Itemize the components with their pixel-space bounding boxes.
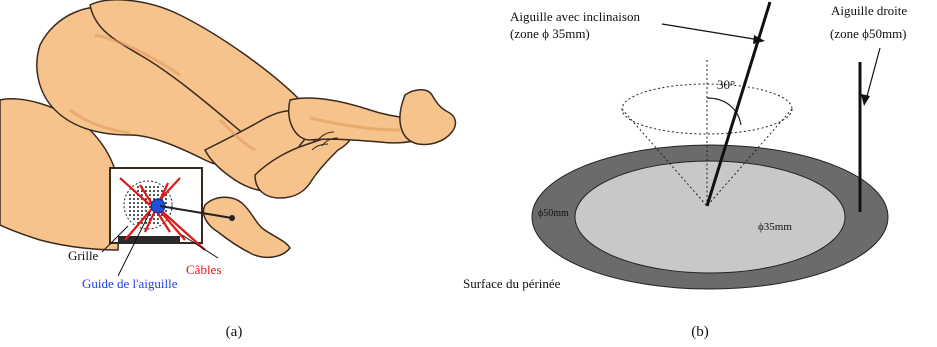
grid-hole — [141, 202, 143, 204]
grid-hole — [153, 190, 155, 192]
label-outer-zone: ϕ50mm — [538, 208, 569, 219]
grid-hole — [137, 210, 139, 212]
grid-hole — [137, 198, 139, 200]
grid-hole — [137, 202, 139, 204]
grid-hole — [137, 218, 139, 220]
grid-hole — [137, 186, 139, 188]
panel-b: 30° Aiguille avec inclinaison (zone ϕ 35… — [463, 2, 907, 340]
grid-hole — [157, 218, 159, 220]
grid-hole — [145, 210, 147, 212]
grid-hole — [153, 194, 155, 196]
grid-hole — [133, 202, 135, 204]
grid-hole — [145, 206, 147, 208]
grid-hole — [165, 210, 167, 212]
grid-hole — [129, 206, 131, 208]
caption-a: (a) — [226, 324, 243, 340]
arrow-straight-needle — [866, 48, 880, 100]
grid-hole — [153, 218, 155, 220]
grid-hole — [137, 190, 139, 192]
grid-hole — [133, 218, 135, 220]
grid-hole — [165, 202, 167, 204]
grid-hole — [129, 198, 131, 200]
patient-foot-right — [400, 90, 456, 145]
panel-a: Grille Guide de l'aiguille Câbles (a) — [0, 0, 455, 340]
grid-hole — [149, 194, 151, 196]
grid-hole — [157, 190, 159, 192]
grid-hole — [133, 194, 135, 196]
grid-hole — [133, 214, 135, 216]
grid-hole — [161, 190, 163, 192]
grid-hole — [129, 202, 131, 204]
label-cables: Câbles — [186, 262, 221, 277]
grid-hole — [157, 222, 159, 224]
arrow-tilted-needle — [662, 24, 760, 40]
grid-hole — [149, 186, 151, 188]
grid-hole — [137, 214, 139, 216]
label-surface: Surface du périnée — [463, 276, 561, 291]
grid-hole — [149, 190, 151, 192]
label-needle-tilt-line1: Aiguille avec inclinaison — [510, 9, 640, 24]
label-guide: Guide de l'aiguille — [82, 276, 178, 291]
grid-hole — [157, 186, 159, 188]
grid-hole — [153, 186, 155, 188]
grid-hole — [133, 210, 135, 212]
inner-zone-35mm — [575, 161, 845, 273]
grid-hole — [129, 214, 131, 216]
grid-hole — [141, 206, 143, 208]
grid-hole — [137, 206, 139, 208]
label-grille: Grille — [68, 248, 99, 263]
grid-hole — [129, 210, 131, 212]
arrowhead-straight-needle — [861, 94, 870, 106]
label-needle-tilt-line2: (zone ϕ 35mm) — [510, 26, 590, 41]
operator-hand — [203, 197, 290, 257]
grid-hole — [129, 194, 131, 196]
grid-hole — [145, 186, 147, 188]
grid-hole — [165, 198, 167, 200]
grid-hole — [141, 214, 143, 216]
caption-b: (b) — [691, 324, 709, 340]
grid-hole — [153, 222, 155, 224]
label-needle-straight-line2: (zone ϕ50mm) — [830, 26, 907, 41]
grid-hole — [141, 210, 143, 212]
grid-hole — [133, 198, 135, 200]
label-angle: 30° — [717, 77, 735, 92]
grid-hole — [133, 206, 135, 208]
label-needle-straight-line1: Aiguille droite — [831, 3, 907, 18]
grid-hole — [157, 194, 159, 196]
label-inner-zone: ϕ35mm — [758, 221, 792, 233]
needle-handle — [229, 215, 235, 221]
